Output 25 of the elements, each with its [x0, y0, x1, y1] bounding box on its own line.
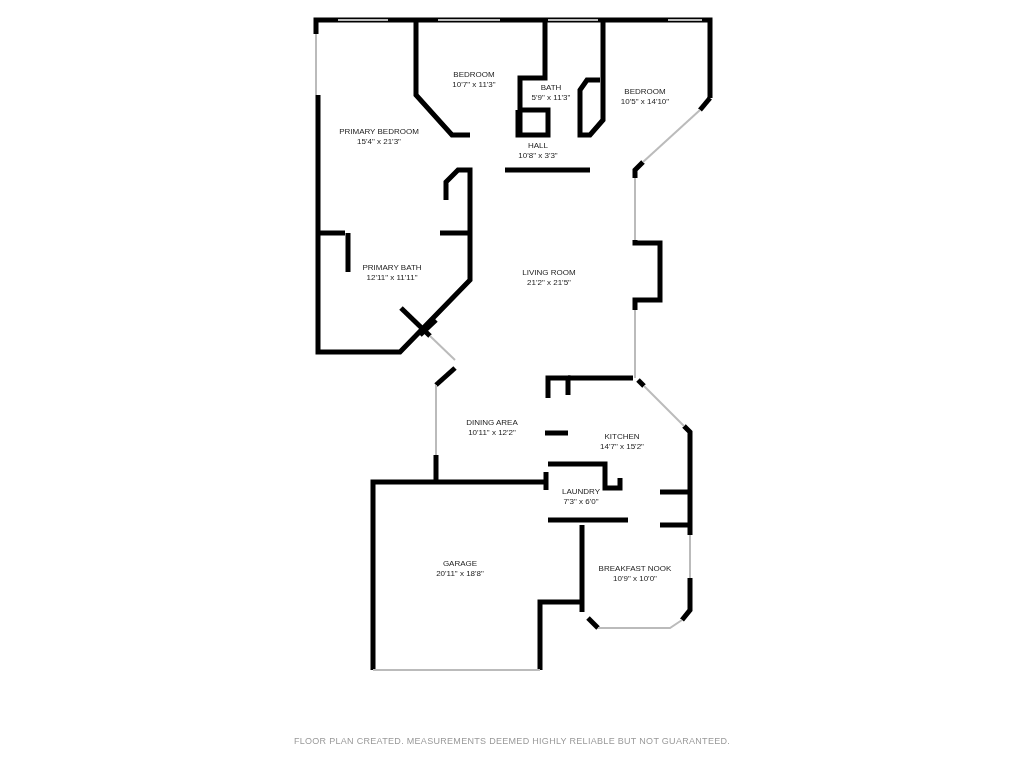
room-dimensions: 12'11" x 11'11": [365, 273, 419, 283]
room-name: PRIMARY BATH: [362, 263, 422, 273]
room-dimensions: 10'11" x 12'2": [467, 428, 517, 438]
room-dimensions: 21'2" x 21'5": [526, 278, 572, 288]
room-dimensions: 20'11" x 18'8": [436, 569, 484, 579]
room-name: KITCHEN: [603, 432, 641, 442]
room-dimensions: 14'7" x 15'2": [600, 442, 644, 452]
room-name: DINING AREA: [466, 418, 518, 428]
room-name: HALL: [527, 141, 549, 151]
room-name: PRIMARY BEDROOM: [339, 127, 419, 137]
room-name: GARAGE: [441, 559, 479, 569]
room-dimensions: 10'7" x 11'3": [452, 80, 496, 90]
room-dimensions: 5'9" x 11'3": [531, 93, 571, 103]
disclaimer-note: FLOOR PLAN CREATED. MEASUREMENTS DEEMED HIGHLY RELIABLE BUT NOT GUARANTEED.: [292, 736, 732, 746]
room-dimensions: 10'9" x 10'0": [612, 574, 658, 584]
room-dimensions: 10'8" x 3'3": [518, 151, 558, 161]
room-dimensions: 10'5" x 14'10": [620, 97, 670, 107]
room-name: LAUNDRY: [561, 487, 601, 497]
room-name: LIVING ROOM: [522, 268, 576, 278]
room-dimensions: 15'4" x 21'3": [356, 137, 402, 147]
room-name: BATH: [539, 83, 563, 93]
room-name: BREAKFAST NOOK: [598, 564, 672, 574]
room-dimensions: 7'3" x 6'0": [562, 497, 600, 507]
room-name: BEDROOM: [452, 70, 496, 80]
room-name: BEDROOM: [623, 87, 667, 97]
